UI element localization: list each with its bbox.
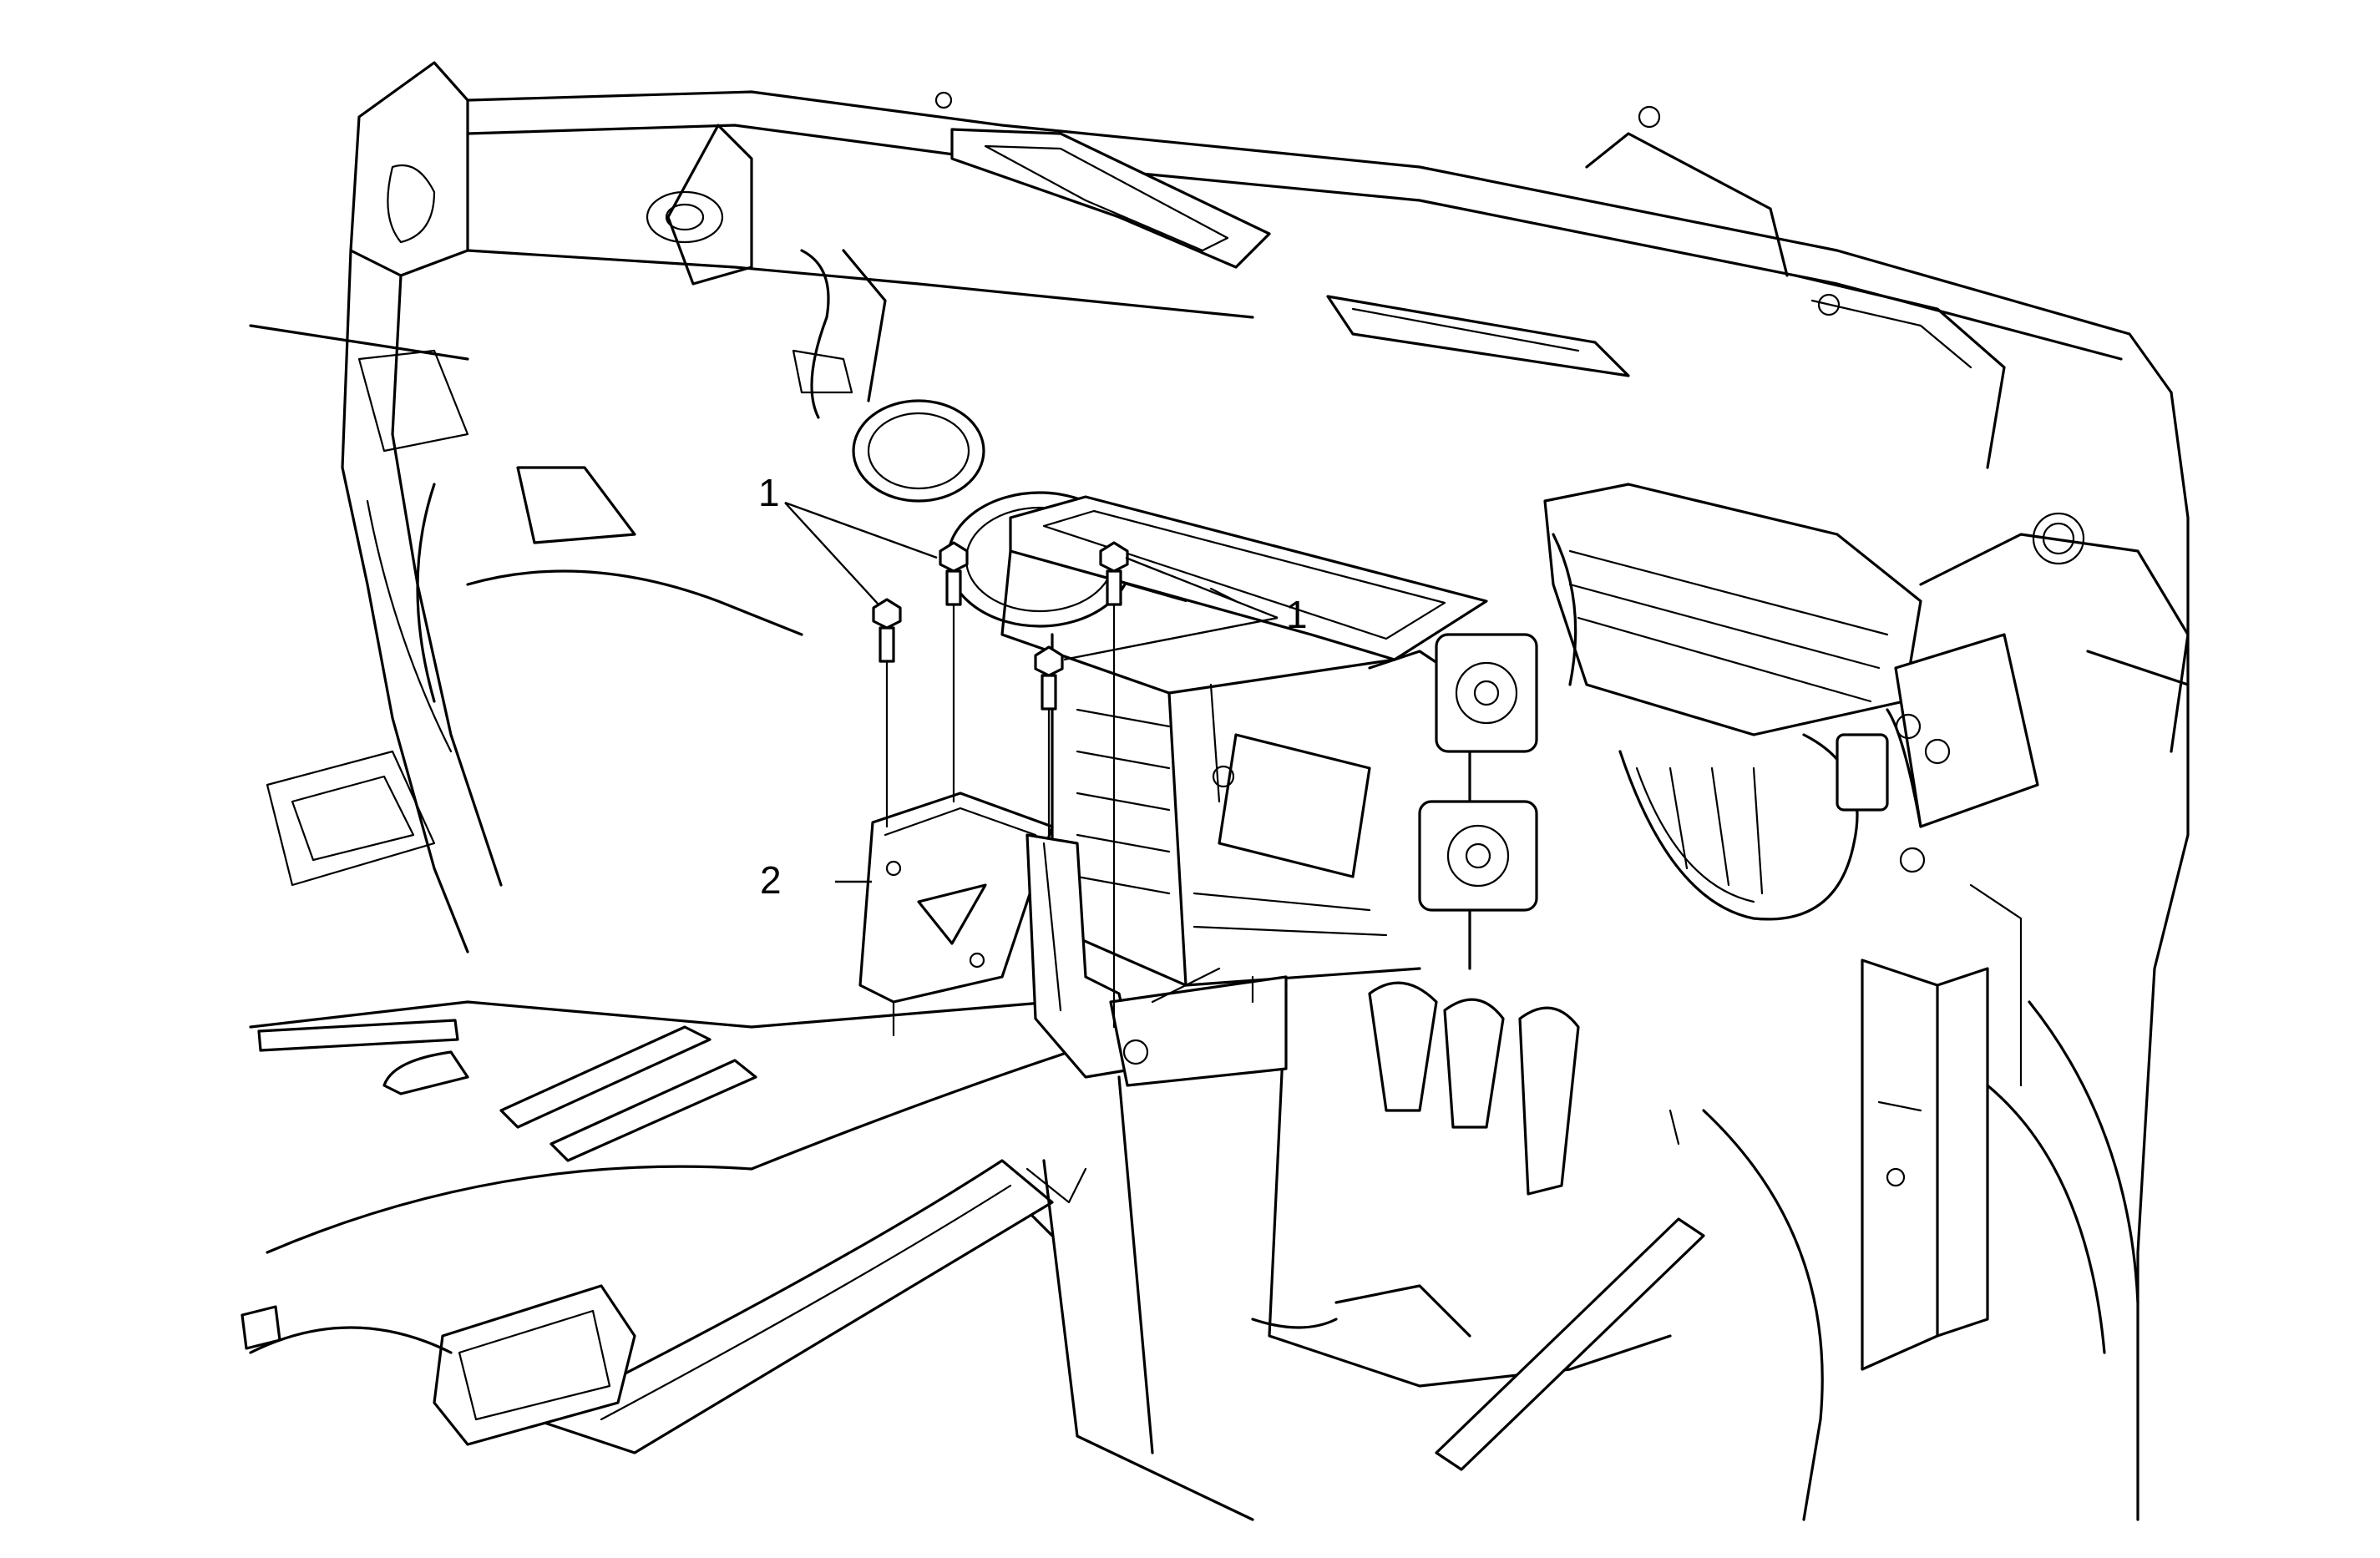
bracket-part xyxy=(858,792,1288,1087)
bolt-right-upper xyxy=(1099,541,1129,1029)
callout-2-bracket: 2 xyxy=(760,858,782,902)
hvac-module xyxy=(1051,633,1471,987)
floor-pan xyxy=(249,981,1824,1521)
center-tunnel xyxy=(241,1050,1338,1521)
center-duct-outlet xyxy=(1000,495,1488,695)
right-body-structure xyxy=(1861,391,2190,1521)
left-body-structure xyxy=(249,61,803,954)
bolt-right-lower xyxy=(1034,645,1064,837)
left-duct-assembly xyxy=(646,124,887,419)
callout-leaders xyxy=(784,501,1279,883)
actuators-blower xyxy=(1418,483,2190,921)
bolt-upper-left xyxy=(872,598,902,828)
callout-1-right: 1 xyxy=(1286,593,1308,636)
cowl-panel xyxy=(466,90,2173,565)
callout-1-upper-left: 1 xyxy=(758,471,780,514)
bolt-upper-mid xyxy=(939,541,969,803)
